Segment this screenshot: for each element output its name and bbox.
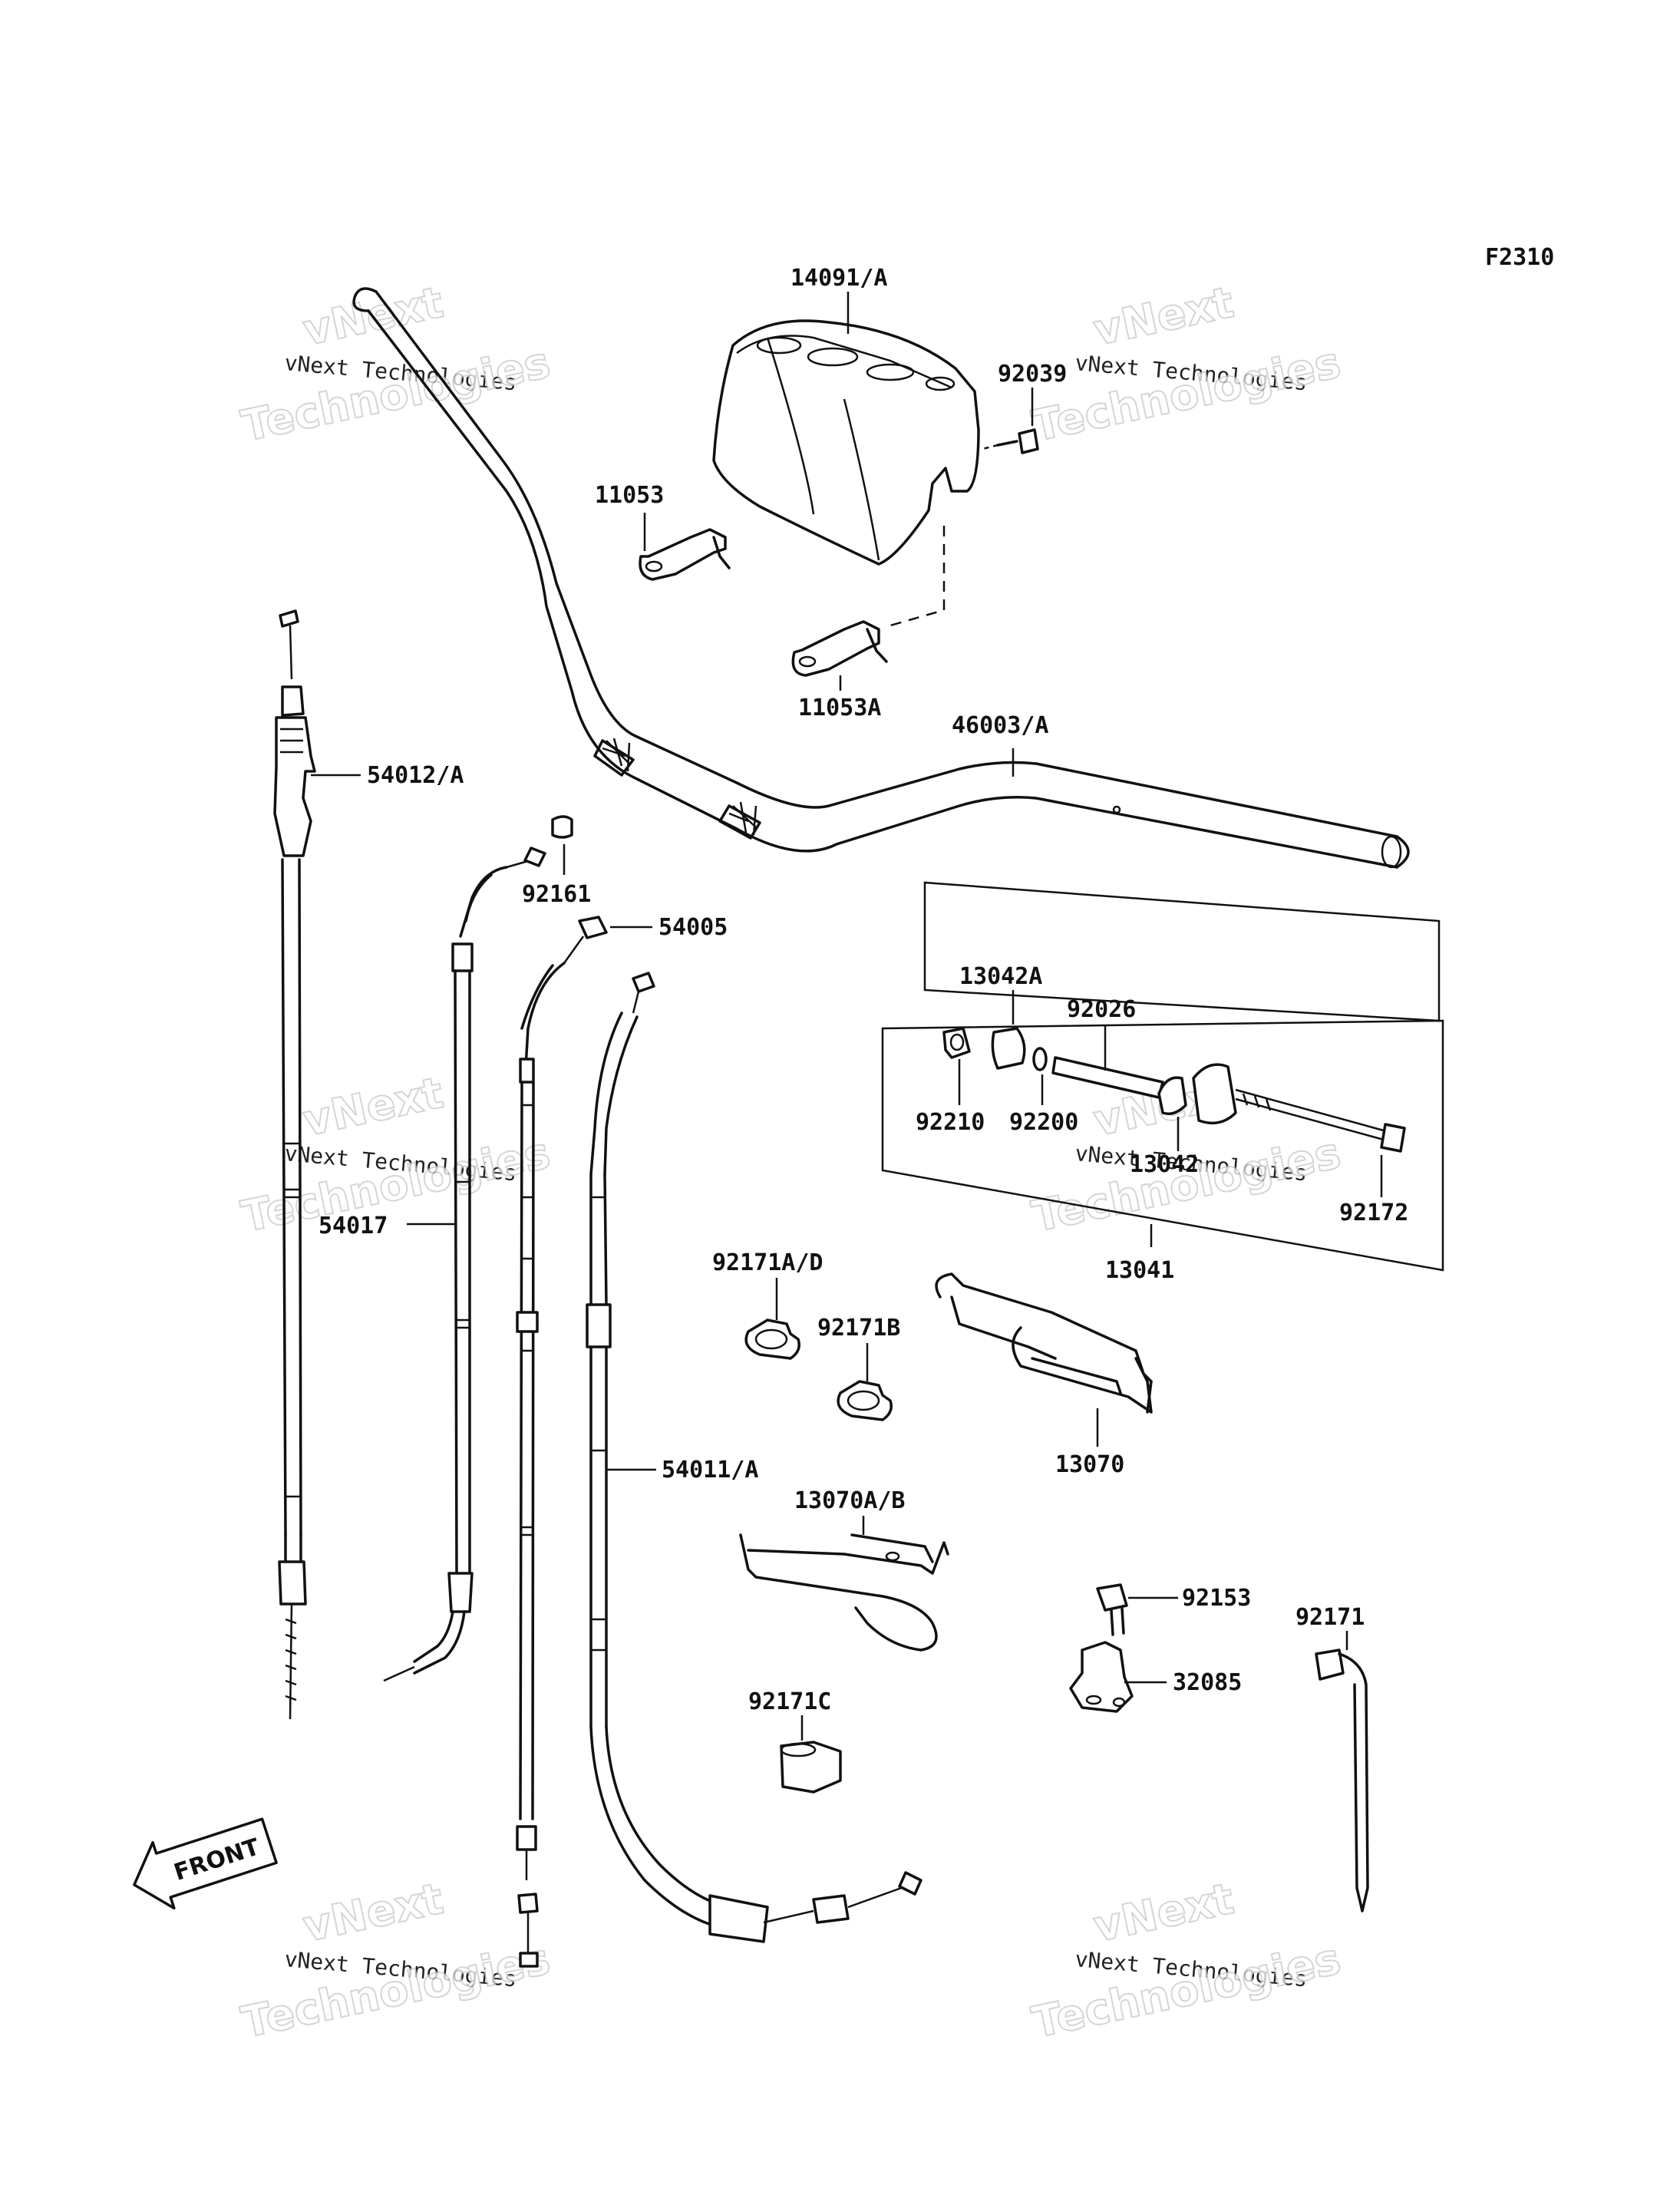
- front-arrow-icon: FRONT: [133, 1817, 278, 1910]
- label-92172: 92172: [1339, 1200, 1408, 1226]
- watermark-top-right: vNext vNext Technologies Technologies: [1027, 277, 1345, 453]
- label-92161: 92161: [522, 881, 591, 908]
- svg-text:vNext: vNext: [1089, 1874, 1238, 1952]
- cable-54012A: [273, 609, 361, 1720]
- label-92026: 92026: [1067, 996, 1136, 1023]
- bolt-92153: [1096, 1583, 1178, 1636]
- label-92200: 92200: [1009, 1109, 1078, 1136]
- watermark-bottom-left: vNext vNext Technologies Technologies: [236, 1873, 555, 2049]
- cable-54011A: [586, 972, 923, 1943]
- label-92171B: 92171B: [817, 1315, 900, 1342]
- band-92171: [1315, 1631, 1369, 1913]
- nut-92210: [942, 1027, 971, 1105]
- bracket-13070AB: [739, 1516, 949, 1652]
- label-54005: 54005: [658, 914, 728, 941]
- label-13042A: 13042A: [959, 963, 1042, 990]
- clamp-92171B: [837, 1343, 893, 1421]
- label-13070: 13070: [1055, 1451, 1124, 1478]
- collar-92026: [1051, 1025, 1164, 1099]
- nut-92161: [551, 815, 573, 875]
- svg-text:vNext: vNext: [299, 1874, 447, 1952]
- cable-54017: [383, 847, 546, 1682]
- damper-13042: [1157, 1063, 1406, 1153]
- bracket-32085: [1069, 1641, 1167, 1713]
- clamp-92171C: [780, 1715, 842, 1794]
- cable-54005: [516, 916, 652, 1968]
- washer-92200: [1032, 1047, 1048, 1105]
- label-92171: 92171: [1295, 1604, 1365, 1631]
- label-14091A: 14091/A: [790, 265, 887, 292]
- grip-end-kit-frame: [881, 881, 1444, 1272]
- label-13070AB: 13070A/B: [794, 1487, 906, 1514]
- bracket-11053: [639, 513, 731, 581]
- label-32085: 32085: [1173, 1669, 1242, 1696]
- label-92039: 92039: [998, 361, 1067, 388]
- clamp-92171AD: [744, 1278, 800, 1360]
- label-13042: 13042: [1130, 1151, 1199, 1178]
- svg-text:vNext: vNext: [1089, 278, 1238, 356]
- handlebar-46003A: [352, 287, 1410, 869]
- label-54017: 54017: [319, 1213, 388, 1239]
- watermark-bottom-right: vNext vNext Technologies Technologies: [1027, 1873, 1345, 2049]
- label-46003A: 46003/A: [952, 712, 1048, 739]
- watermark-top-left: vNext vNext Technologies Technologies: [236, 277, 555, 453]
- bracket-11053A: [791, 526, 946, 691]
- label-54012A: 54012/A: [367, 762, 464, 789]
- label-92171C: 92171C: [748, 1688, 831, 1715]
- diagram-code: F2310: [1485, 244, 1554, 271]
- screw-92039: [982, 388, 1039, 454]
- label-13041: 13041: [1105, 1257, 1174, 1284]
- label-11053A: 11053A: [798, 695, 881, 721]
- label-11053: 11053: [595, 482, 664, 509]
- bracket-13070: [935, 1272, 1153, 1447]
- svg-text:vNext: vNext: [299, 1068, 447, 1147]
- label-54011A: 54011/A: [662, 1457, 758, 1483]
- label-92171AD: 92171A/D: [712, 1249, 823, 1276]
- label-92210: 92210: [916, 1109, 985, 1136]
- damper-13042A: [991, 990, 1026, 1070]
- label-92153: 92153: [1182, 1585, 1251, 1612]
- handlebar-cover-14091A: [712, 292, 980, 566]
